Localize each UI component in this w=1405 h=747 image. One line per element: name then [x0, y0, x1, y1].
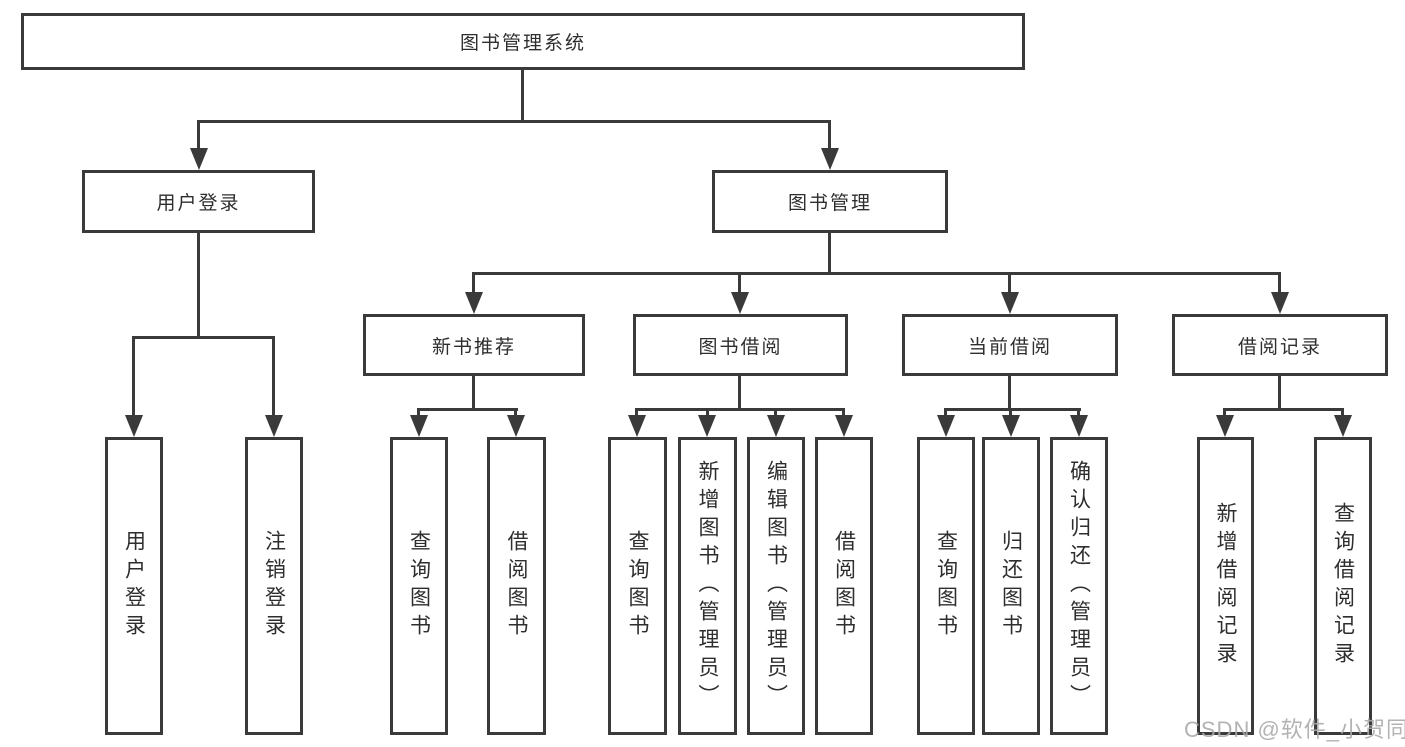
- connector-line: [842, 408, 845, 419]
- arrow-down-icon: [821, 148, 839, 170]
- connector-line: [706, 408, 709, 419]
- connector-line: [828, 233, 831, 275]
- arrow-down-icon: [190, 148, 208, 170]
- connector-line: [1077, 408, 1080, 419]
- leaf-borrowing-query-books: 查询图书: [608, 437, 667, 735]
- node-label: 注销登录: [262, 530, 286, 642]
- node-borrowing-records: 借阅记录: [1172, 314, 1388, 376]
- node-label: 图书管理系统: [459, 33, 586, 54]
- node-label: 借阅图书: [832, 530, 856, 642]
- connector-line: [738, 376, 741, 411]
- connector-line: [635, 408, 845, 411]
- node-label: 新增图书（管理员）: [696, 460, 719, 712]
- arrow-down-icon: [731, 292, 749, 314]
- connector-line: [774, 408, 777, 419]
- arrow-down-icon: [1002, 415, 1020, 437]
- node-label: 确认归还（管理员）: [1067, 460, 1091, 712]
- node-label: 用户登录: [156, 193, 241, 214]
- arrow-down-icon: [125, 415, 143, 437]
- connector-line: [417, 408, 420, 419]
- node-label: 编辑图书（管理员）: [764, 460, 788, 712]
- leaf-records-add-record: 新增借阅记录: [1197, 437, 1254, 735]
- leaf-user-login: 用户登录: [105, 437, 163, 735]
- connector-line: [738, 272, 741, 296]
- node-label: 借阅记录: [1237, 336, 1322, 358]
- arrow-down-icon: [265, 415, 283, 437]
- node-book-management: 图书管理: [712, 170, 948, 233]
- arrow-down-icon: [628, 415, 646, 437]
- node-label: 查询图书: [407, 530, 431, 642]
- node-label: 借阅图书: [505, 530, 528, 642]
- node-book-management-system: 图书管理系统: [21, 13, 1025, 70]
- connector-line: [1008, 272, 1011, 296]
- leaf-recommend-query-books: 查询图书: [390, 437, 448, 735]
- node-label: 图书借阅: [698, 336, 783, 358]
- arrow-down-icon: [1070, 415, 1088, 437]
- node-label: 查询借阅记录: [1331, 502, 1355, 670]
- arrow-down-icon: [1334, 415, 1352, 437]
- connector-line: [635, 408, 638, 419]
- leaf-current-query-books: 查询图书: [917, 437, 975, 735]
- node-book-borrowing: 图书借阅: [633, 314, 848, 376]
- arrow-down-icon: [1271, 292, 1289, 314]
- connector-line: [417, 408, 518, 411]
- node-label: 查询图书: [934, 530, 958, 642]
- node-label: 图书管理: [787, 193, 872, 214]
- connector-line: [272, 336, 275, 419]
- connector-line: [472, 376, 475, 411]
- node-current-borrowing: 当前借阅: [902, 314, 1118, 376]
- connector-line: [1278, 376, 1281, 411]
- arrow-down-icon: [767, 415, 785, 437]
- arrow-down-icon: [937, 415, 955, 437]
- leaf-borrowing-borrow-books: 借阅图书: [815, 437, 873, 735]
- connector-line: [1008, 376, 1011, 411]
- leaf-current-confirm-return-admin: 确认归还（管理员）: [1050, 437, 1108, 735]
- node-user-login: 用户登录: [82, 170, 315, 233]
- arrow-down-icon: [1216, 415, 1234, 437]
- connector-line: [1223, 408, 1344, 411]
- connector-line: [472, 272, 1281, 275]
- connector-line: [1278, 272, 1281, 296]
- connector-line: [132, 336, 274, 339]
- node-label: 新增借阅记录: [1214, 502, 1237, 670]
- leaf-borrowing-edit-books-admin: 编辑图书（管理员）: [747, 437, 805, 735]
- leaf-recommend-borrow-books: 借阅图书: [487, 437, 546, 735]
- node-label: 查询图书: [626, 530, 649, 642]
- node-new-book-recommendation: 新书推荐: [363, 314, 585, 376]
- watermark: CSDN @软件_小贺同学: [1184, 717, 1405, 742]
- arrow-down-icon: [410, 415, 428, 437]
- connector-line: [472, 272, 475, 296]
- node-label: 新书推荐: [431, 336, 516, 358]
- connector-line: [1223, 408, 1226, 419]
- leaf-logout: 注销登录: [245, 437, 303, 735]
- leaf-borrowing-add-books-admin: 新增图书（管理员）: [678, 437, 737, 735]
- connector-line: [944, 408, 1081, 411]
- leaf-records-query-record: 查询借阅记录: [1314, 437, 1372, 735]
- connector-line: [197, 120, 831, 123]
- connector-line: [828, 120, 831, 152]
- connector-line: [514, 408, 517, 419]
- connector-line: [132, 336, 135, 419]
- connector-line: [521, 70, 524, 123]
- arrow-down-icon: [835, 415, 853, 437]
- connector-line: [1009, 408, 1012, 419]
- connector-line: [944, 408, 947, 419]
- leaf-current-return-books: 归还图书: [982, 437, 1040, 735]
- connector-line: [1341, 408, 1344, 419]
- connector-line: [197, 120, 200, 152]
- arrow-down-icon: [698, 415, 716, 437]
- arrow-down-icon: [507, 415, 525, 437]
- connector-line: [197, 233, 200, 339]
- arrow-down-icon: [1001, 292, 1019, 314]
- arrow-down-icon: [465, 292, 483, 314]
- node-label: 当前借阅: [967, 336, 1052, 358]
- node-label: 归还图书: [999, 530, 1023, 642]
- node-label: 用户登录: [122, 530, 146, 642]
